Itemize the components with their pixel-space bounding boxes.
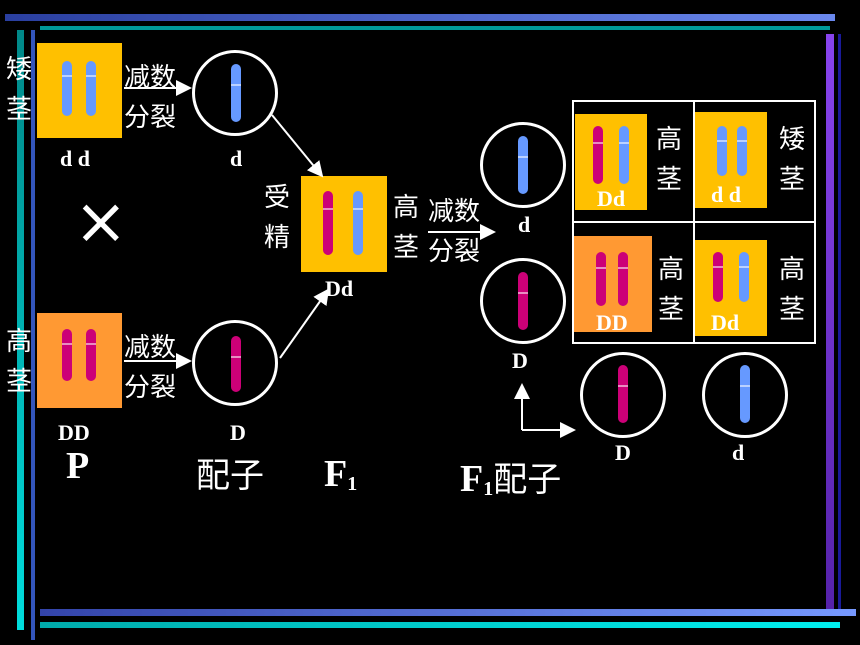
frame-bottom-bar-2: [40, 622, 840, 628]
parent-generation-label: P: [66, 445, 90, 487]
f1-gamete-d-circle: [480, 122, 566, 208]
chromosome-blue: [231, 64, 241, 122]
punnett-trait: 高茎: [655, 125, 682, 195]
punnett-genotype: Dd: [711, 310, 740, 335]
tall-gamete-label: D: [230, 420, 246, 445]
chromosome-blue: [737, 126, 747, 176]
punnett-cell-DD: DD: [574, 236, 652, 335]
f1-gamete-D-circle: [480, 258, 566, 344]
f1-gamete-generation-label: F1配子: [460, 458, 562, 500]
punnett-genotype: d d: [711, 182, 741, 207]
punnett-cell-Dd-2: Dd: [695, 240, 767, 336]
tall-gamete-circle: [192, 320, 278, 406]
punnett-genotype: Dd: [597, 186, 626, 211]
arrow-dwarf-to-f1: [271, 114, 324, 178]
chromosome-blue: [86, 61, 96, 116]
punnett-trait: 高茎: [778, 255, 805, 325]
dwarf-trait-label: 矮茎: [5, 55, 32, 125]
chromosome-magenta: [713, 252, 723, 302]
chromosome-magenta: [323, 191, 333, 255]
chromosome-magenta: [593, 126, 603, 184]
chromosome-magenta: [618, 252, 628, 306]
chromosome-magenta: [62, 329, 72, 381]
chromosome-magenta: [86, 329, 96, 381]
punnett-grid: [572, 100, 816, 344]
punnett-trait: 高茎: [657, 255, 684, 325]
bottom-gamete-d-circle: [702, 352, 788, 438]
frame-right-bar-2: [838, 34, 841, 614]
chromosome-magenta: [518, 272, 528, 330]
chromosome-magenta: [231, 336, 241, 392]
f1-meiosis-label: 减数分裂: [428, 197, 481, 267]
chromosome-blue: [353, 191, 363, 255]
f1-gamete-d-label: d: [518, 212, 531, 237]
punnett-cell-Dd: Dd: [575, 114, 647, 211]
bottom-gamete-d-label: d: [732, 440, 745, 465]
frame-top-bar: [5, 14, 835, 21]
chromosome-blue: [740, 365, 750, 423]
arrow-tall-to-f1: [279, 288, 330, 359]
chromosome-blue: [717, 126, 727, 176]
frame-right-bar: [826, 34, 834, 614]
f1-genotype: Dd: [325, 276, 354, 301]
tall-meiosis-label: 减数分裂: [124, 333, 177, 403]
frame-left-bar: [17, 30, 24, 630]
frame-bottom-bar: [40, 609, 856, 616]
dwarf-genotype: d d: [60, 146, 90, 171]
f1-gamete-D-label: D: [512, 348, 528, 373]
tall-parent-cell: [37, 313, 122, 408]
frame-top-bar-2: [40, 26, 830, 30]
f1-cell: [301, 176, 387, 272]
tall-trait-label: 高茎: [5, 327, 32, 397]
punnett-trait: 矮茎: [778, 125, 805, 195]
bottom-gamete-D-label: D: [615, 440, 631, 465]
chromosome-blue: [62, 61, 72, 116]
fertilization-label: 受精: [263, 183, 290, 253]
chromosome-magenta: [618, 365, 628, 423]
chromosome-magenta: [596, 252, 606, 306]
bottom-gamete-D-circle: [580, 352, 666, 438]
punnett-genotype: DD: [596, 310, 628, 335]
tall-genotype: DD: [58, 420, 90, 445]
f1-trait-label: 高茎: [392, 193, 419, 263]
dwarf-gamete-circle: [192, 50, 278, 136]
f1-generation-label: F1: [324, 453, 358, 495]
chromosome-blue: [739, 252, 749, 302]
frame-left-bar-2: [31, 30, 35, 640]
gamete-label: 配子: [196, 456, 264, 496]
grid-divider-horizontal: [574, 221, 814, 223]
dwarf-parent-cell: [37, 43, 122, 138]
chromosome-blue: [518, 136, 528, 194]
chromosome-blue: [619, 126, 629, 184]
cross-symbol: ×: [74, 185, 128, 259]
punnett-cell-dd: d d: [695, 112, 767, 208]
dwarf-gamete-label: d: [230, 146, 243, 171]
